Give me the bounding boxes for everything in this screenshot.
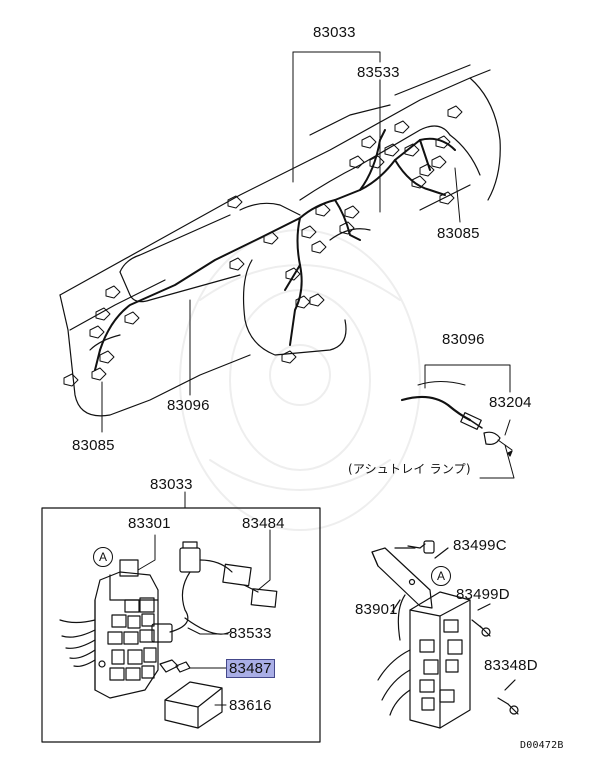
callout-83096-ashtray: 83096 [442, 331, 485, 348]
callout-83301: 83301 [128, 515, 171, 532]
callout-83348d: 83348D [484, 657, 538, 674]
callout-83533-detail: 83533 [229, 625, 272, 642]
junction-block-detail [59, 559, 159, 699]
ashtray-lamp-label: (アシュトレイ ランプ) [348, 462, 471, 476]
watermark-emblem [179, 229, 421, 531]
top-leaders [101, 51, 461, 433]
view-marker-a-right: A [431, 566, 451, 586]
relay-harness-detail [151, 541, 278, 643]
callout-83096-left: 83096 [167, 397, 210, 414]
bracket-assembly [371, 540, 519, 729]
flasher-and-cover [159, 659, 223, 729]
callout-83616: 83616 [229, 697, 272, 714]
callout-83085-right: 83085 [437, 225, 480, 242]
callout-83085-left: 83085 [72, 437, 115, 454]
view-marker-a-left: A [93, 547, 113, 567]
callout-83484: 83484 [242, 515, 285, 532]
drawing-code: D00472B [520, 740, 564, 751]
callout-83499c: 83499C [453, 537, 507, 554]
connector-blocks [63, 105, 463, 387]
callout-83901: 83901 [355, 601, 398, 618]
callout-83033-top: 83033 [313, 24, 356, 41]
dashboard-outline [59, 64, 501, 417]
callout-83204: 83204 [489, 394, 532, 411]
callout-83499d: 83499D [456, 586, 510, 603]
ashtray-lamp-assembly [400, 364, 515, 479]
callout-83033-detail: 83033 [150, 476, 193, 493]
detail-box [41, 507, 321, 743]
callout-83487-highlighted: 83487 [226, 659, 275, 678]
detail-box-leaders [137, 491, 271, 706]
main-harness [94, 129, 456, 371]
callout-83533-top: 83533 [357, 64, 400, 81]
